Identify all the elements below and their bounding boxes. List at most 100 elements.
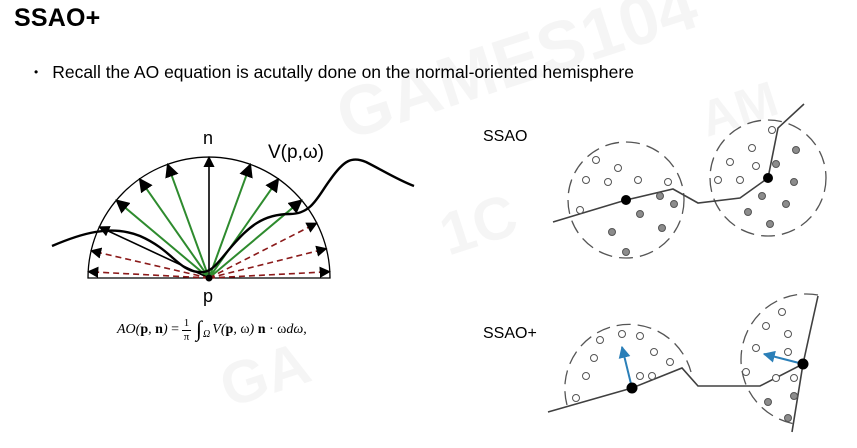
occluded-ray-arrow [208, 245, 328, 279]
formula-p: p [140, 322, 149, 337]
sample-point [618, 330, 626, 338]
hemisphere-figure: n V(p,ω) p [51, 128, 415, 306]
integral-icon: ∫ [196, 316, 203, 341]
sample-point [650, 348, 658, 356]
sample-point [664, 178, 672, 186]
sample-point [744, 208, 752, 216]
ssao-sample-sphere [709, 119, 827, 237]
occluded-ray-arrow [87, 266, 210, 279]
sample-point [636, 332, 644, 340]
sample-point [784, 330, 792, 338]
point-label: p [203, 286, 213, 306]
sample-point [608, 228, 616, 236]
sample-point [648, 372, 656, 380]
sample-point [634, 176, 642, 184]
formula-fraction: 1 π [182, 317, 192, 343]
formula-n2: n [257, 322, 266, 337]
formula-frac-den: π [183, 330, 190, 343]
visible-ray-arrow [208, 162, 253, 279]
sample-point [790, 392, 798, 400]
sample-point [622, 248, 630, 256]
sample-point [658, 224, 666, 232]
ssao-plus-samples [572, 308, 798, 422]
sample-point [790, 374, 798, 382]
sample-point [758, 192, 766, 200]
sample-point [596, 336, 604, 344]
ssao-center-point [621, 195, 631, 205]
ssao-plus-hemisphere [564, 323, 692, 406]
sample-point [782, 200, 790, 208]
ssao-plus-center-point [626, 382, 638, 394]
ray-group [87, 155, 331, 279]
ssao-figure [552, 103, 827, 259]
point-p-dot [205, 274, 213, 282]
sample-point [576, 206, 584, 214]
visibility-curve [51, 158, 415, 274]
sample-point [764, 398, 772, 406]
ssao-plus-label: SSAO+ [483, 325, 537, 342]
formula-n: n [155, 322, 163, 337]
ssao-center-point [763, 173, 773, 183]
sample-point [636, 372, 644, 380]
sample-point [792, 146, 800, 154]
sample-point [736, 176, 744, 184]
sample-point [772, 160, 780, 168]
sample-point [784, 348, 792, 356]
slide-title: SSAO+ [14, 4, 101, 32]
ssao-plus-hemisphere [740, 293, 819, 425]
sample-point [752, 344, 760, 352]
visible-ray-arrow [165, 162, 210, 279]
sample-point [656, 192, 664, 200]
occluded-ray-arrow [90, 247, 210, 279]
normal-arrow-icon [618, 345, 633, 389]
visible-ray-arrow [138, 177, 210, 279]
sample-point [614, 164, 622, 172]
bullet-text: Recall the AO equation is acutally done … [52, 62, 634, 82]
sample-point [748, 144, 756, 152]
formula-equals: = [171, 322, 180, 337]
normal-label: n [203, 128, 213, 148]
formula-lhs-func: AO [117, 322, 136, 337]
sample-point [636, 210, 644, 218]
sample-point [790, 178, 798, 186]
sample-point [666, 358, 674, 366]
ssao-samples [576, 126, 800, 256]
sample-point [762, 322, 770, 330]
normal-arrow-icon [762, 350, 804, 365]
occluded-ray-arrow [208, 222, 318, 279]
sample-point [778, 308, 786, 316]
sample-point [768, 126, 776, 134]
sample-point [604, 178, 612, 186]
formula-integrand-func: V [212, 322, 221, 337]
visible-ray-arrow [208, 177, 280, 279]
ssao-surface-line [552, 103, 805, 223]
sample-point [772, 374, 780, 382]
ssao-label: SSAO [483, 128, 527, 145]
sample-point [582, 176, 590, 184]
sample-point [590, 354, 598, 362]
visible-ray-arrow [115, 199, 210, 279]
formula-omega2: ω [277, 322, 287, 337]
visibility-label: V(p,ω) [268, 142, 324, 163]
ssao-sample-sphere [567, 141, 685, 259]
sample-point [582, 372, 590, 380]
sample-point [752, 162, 760, 170]
formula-omega: ω [240, 322, 250, 337]
sample-point [714, 176, 722, 184]
ssao-plus-surface-line [547, 295, 819, 413]
formula-domain: Ω [203, 328, 211, 340]
formula-p2: p [225, 322, 234, 337]
bullet-point: • Recall the AO equation is acutally don… [34, 62, 634, 83]
formula-dot: · [269, 322, 274, 337]
sample-point [572, 394, 580, 402]
sample-point [592, 156, 600, 164]
occluded-ray-arrow [208, 266, 331, 279]
ssao-plus-surface-line [791, 363, 804, 433]
sample-point [766, 220, 774, 228]
sample-point [784, 414, 792, 422]
formula-trailing: , [303, 322, 307, 337]
sample-point [742, 368, 750, 376]
formula-d-omega: dω [286, 322, 304, 337]
